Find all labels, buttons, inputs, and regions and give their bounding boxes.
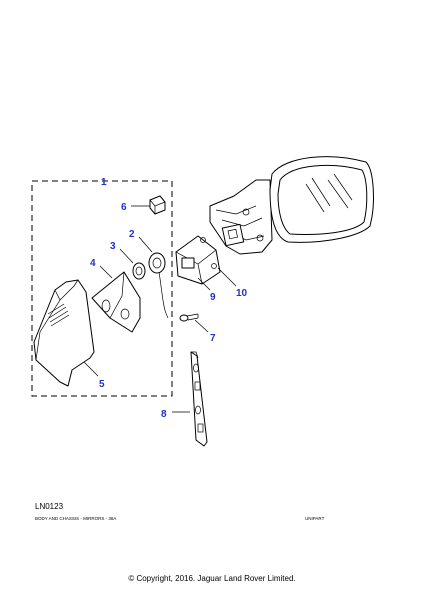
callout-8: 8 <box>161 409 167 420</box>
callout-3: 3 <box>110 241 116 252</box>
part-7-screw <box>179 313 199 322</box>
leader-9 <box>197 277 211 291</box>
part-3-washer <box>132 262 146 280</box>
callout-2: 2 <box>129 229 135 240</box>
callout-10: 10 <box>236 288 248 299</box>
leader-7 <box>194 319 209 333</box>
callout-6: 6 <box>121 202 127 213</box>
part-4-bracket <box>91 271 141 333</box>
leader-3 <box>119 248 134 264</box>
leader-10 <box>217 267 237 287</box>
part-8-mounting-plate <box>190 351 208 447</box>
part-10-mirror-assembly <box>209 156 374 255</box>
leader-5 <box>83 361 99 377</box>
callout-9: 9 <box>210 292 216 303</box>
callout-7: 7 <box>210 333 216 344</box>
part-6-clip <box>149 195 166 215</box>
part-5-mirror-cover <box>33 279 95 387</box>
copyright-notice: © Copyright, 2016. Jaguar Land Rover Lim… <box>128 574 296 583</box>
kit-dashed-boundary <box>31 180 173 397</box>
callout-4: 4 <box>90 258 96 269</box>
diagram-code: LN0123 <box>35 502 64 511</box>
diagram-caption: BODY AND CHASSIS - MIRRORS - 38A <box>35 516 117 521</box>
leader-2 <box>138 236 153 253</box>
brand-label: UNIPART <box>305 516 325 521</box>
part-9-motor-housing <box>175 235 221 285</box>
callout-5: 5 <box>99 379 105 390</box>
part-2-grommet-cable <box>148 252 169 319</box>
callout-1: 1 <box>101 177 107 188</box>
leader-4 <box>99 265 113 279</box>
